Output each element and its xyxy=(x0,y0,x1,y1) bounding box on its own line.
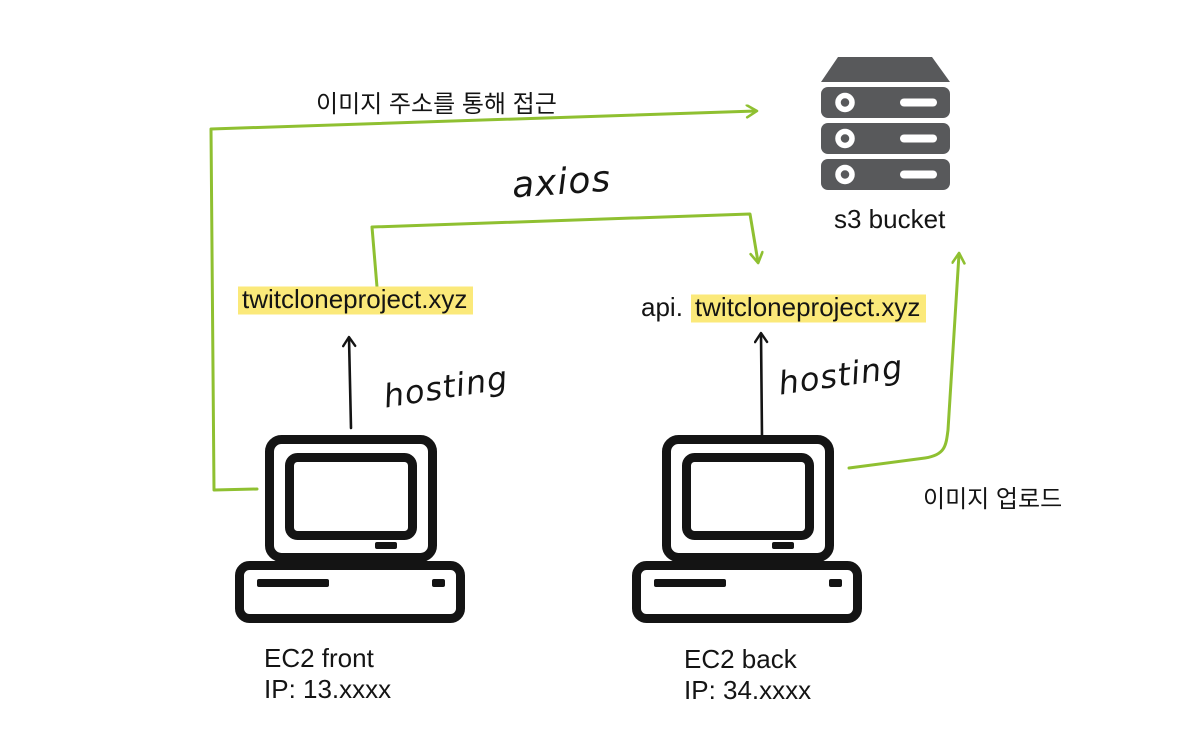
hosting-label-back: hosting xyxy=(775,347,906,403)
hosting-label-front: hosting xyxy=(380,358,511,416)
ec2-back-name: EC2 back xyxy=(684,644,797,674)
arrow-hosting-front xyxy=(349,338,351,430)
upload-label: 이미지 업로드 xyxy=(923,486,1063,513)
back-domain-text: twitcloneproject.xyz xyxy=(690,291,927,325)
arrow-hosting-back xyxy=(761,334,762,439)
ec2-back-ip: IP: 34.xxxx xyxy=(684,675,812,705)
back-domain-prefix: api. xyxy=(641,292,683,322)
axios-label: axios xyxy=(510,158,613,207)
s3-bucket-label: s3 bucket xyxy=(834,204,946,234)
computer-icon xyxy=(632,432,862,627)
front-domain-text: twitcloneproject.xyz xyxy=(238,283,474,317)
arrow-axios xyxy=(370,212,758,289)
front-domain-label: twitcloneproject.xyz xyxy=(238,283,474,317)
access-label: 이미지 주소를 통해 접근 xyxy=(316,91,557,118)
back-domain-label: api.twitcloneproject.xyz xyxy=(641,291,927,325)
computer-icon xyxy=(235,432,465,627)
ec2-front-ip: IP: 13.xxxx xyxy=(264,674,392,704)
server-stack-icon xyxy=(818,55,954,195)
ec2-front-name: EC2 front xyxy=(264,643,374,673)
